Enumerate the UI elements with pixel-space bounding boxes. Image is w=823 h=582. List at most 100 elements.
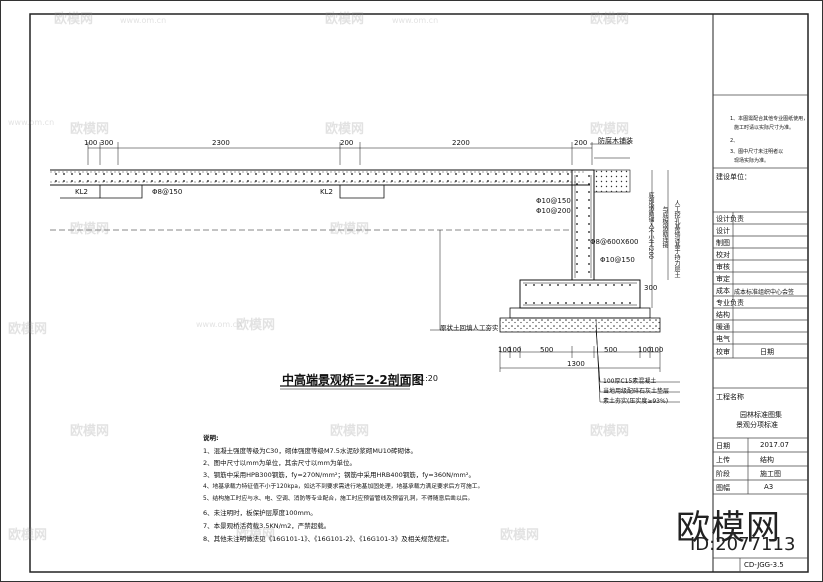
watermark-url: www.om.cn bbox=[8, 118, 55, 127]
rebar-label-2: Φ10@150 bbox=[536, 197, 571, 205]
watermark: 欧模网 bbox=[590, 122, 630, 137]
beam-label-left: KL2 bbox=[75, 188, 88, 196]
rebar-dot bbox=[303, 173, 305, 175]
rebar-dot bbox=[576, 263, 578, 265]
rebar-dot bbox=[215, 173, 217, 175]
rebar-dot bbox=[415, 173, 417, 175]
rebar-dot bbox=[543, 173, 545, 175]
deck-slab bbox=[50, 169, 590, 186]
rebar-dot bbox=[535, 180, 537, 182]
rebar-dot bbox=[549, 284, 551, 286]
dim-bottom-4: 500 bbox=[604, 346, 618, 354]
rebar-dot bbox=[541, 302, 543, 304]
rebar-dot bbox=[525, 302, 527, 304]
tb-project-name-2: 景观分项标准 bbox=[736, 421, 778, 429]
watermark: 欧模网 bbox=[236, 318, 276, 333]
rebar-dot bbox=[95, 180, 97, 182]
beam-kl2-right bbox=[339, 185, 385, 199]
rebar-dot bbox=[576, 223, 578, 225]
rebar-dot bbox=[63, 180, 65, 182]
tb-remark-5: 现场实际为准。 bbox=[734, 158, 770, 164]
rebar-dot bbox=[303, 180, 305, 182]
rebar-dot bbox=[588, 207, 590, 209]
rebar-dot bbox=[565, 284, 567, 286]
drawing-scale: 1:20 bbox=[420, 374, 438, 383]
rebar-dot bbox=[119, 173, 121, 175]
rebar-dot bbox=[439, 173, 441, 175]
rebar-dot bbox=[415, 180, 417, 182]
rebar-dot bbox=[375, 173, 377, 175]
rebar-dot bbox=[407, 180, 409, 182]
watermark: 欧模网 bbox=[330, 222, 370, 237]
rebar-dot bbox=[159, 173, 161, 175]
rebar-dots bbox=[55, 173, 631, 304]
rebar-dot bbox=[119, 180, 121, 182]
tb-row-6: 审定 bbox=[716, 275, 730, 283]
rebar-dot bbox=[519, 180, 521, 182]
rebar-dot bbox=[431, 173, 433, 175]
rebar-dot bbox=[255, 180, 257, 182]
rebar-dot bbox=[335, 173, 337, 175]
rebar-dot bbox=[588, 263, 590, 265]
rebar-dot bbox=[311, 180, 313, 182]
watermark: 欧模网 bbox=[500, 528, 540, 543]
note-8: 8、其他未注明做法见《16G101-1》、《16G101-2》、《16G101-… bbox=[203, 535, 454, 543]
rebar-dot bbox=[588, 231, 590, 233]
rebar-dot bbox=[621, 302, 623, 304]
rebar-dot bbox=[279, 173, 281, 175]
rebar-dot bbox=[527, 180, 529, 182]
watermark: 欧模网 bbox=[54, 12, 94, 27]
dim-top-2: 300 bbox=[100, 139, 114, 147]
rebar-dot bbox=[199, 173, 201, 175]
rebar-dot bbox=[588, 191, 590, 193]
rebar-dot bbox=[597, 302, 599, 304]
tb-project-label: 工程名称 bbox=[716, 393, 744, 401]
rebar-dot bbox=[576, 215, 578, 217]
rebar-dot bbox=[327, 180, 329, 182]
watermark-url: www.om.cn bbox=[392, 16, 439, 25]
rebar-dot bbox=[455, 173, 457, 175]
tb-stamp-date: 日期 bbox=[760, 348, 774, 356]
rebar-dot bbox=[597, 284, 599, 286]
rebar-dot bbox=[167, 173, 169, 175]
rebar-dot bbox=[511, 180, 513, 182]
tb-row-8: 专业负责 bbox=[716, 299, 744, 307]
brand-id: ID:2077113 bbox=[690, 534, 796, 555]
tb-row-10: 暖通 bbox=[716, 323, 730, 331]
tb-row-1: 设计负责 bbox=[716, 215, 744, 223]
rebar-dot bbox=[359, 173, 361, 175]
tb-row-9: 结构 bbox=[716, 311, 730, 319]
watermark: 欧模网 bbox=[325, 12, 365, 27]
rebar-dot bbox=[319, 180, 321, 182]
foundation-note-1: 100厚C15素混凝土 bbox=[603, 378, 657, 385]
tb-row-4: 校对 bbox=[716, 251, 730, 259]
tb-stage-label: 阶段 bbox=[716, 470, 730, 478]
watermark-url: www.om.cn bbox=[196, 320, 243, 329]
dim-top-6: 200 bbox=[574, 139, 588, 147]
note-7: 7、本景观桥活荷载3.5KN/m2，严禁超载。 bbox=[203, 522, 331, 530]
rebar-dot bbox=[271, 173, 273, 175]
rebar-dot bbox=[576, 231, 578, 233]
rebar-dot bbox=[463, 173, 465, 175]
watermark: 欧模网 bbox=[236, 528, 276, 543]
rebar-dot bbox=[295, 173, 297, 175]
rebar-dot bbox=[479, 180, 481, 182]
rebar-dot bbox=[71, 180, 73, 182]
rebar-dot bbox=[383, 173, 385, 175]
rebar-dot bbox=[111, 173, 113, 175]
foundation-note-3: 素土夯实(压实度≥93%) bbox=[603, 398, 669, 405]
tb-client: 建设单位： bbox=[716, 173, 751, 181]
rebar-dot bbox=[576, 199, 578, 201]
rebar-dot bbox=[287, 180, 289, 182]
rebar-dot bbox=[87, 180, 89, 182]
rebar-dot bbox=[367, 173, 369, 175]
rebar-dot bbox=[613, 302, 615, 304]
rebar-dot bbox=[327, 173, 329, 175]
rebar-dot bbox=[343, 173, 345, 175]
rebar-dot bbox=[588, 199, 590, 201]
rebar-dot bbox=[527, 173, 529, 175]
dim-bottom-7: 100 bbox=[650, 346, 664, 354]
rebar-dot bbox=[549, 302, 551, 304]
rebar-dot bbox=[95, 173, 97, 175]
tb-drawing-label: 上传 bbox=[716, 456, 730, 464]
